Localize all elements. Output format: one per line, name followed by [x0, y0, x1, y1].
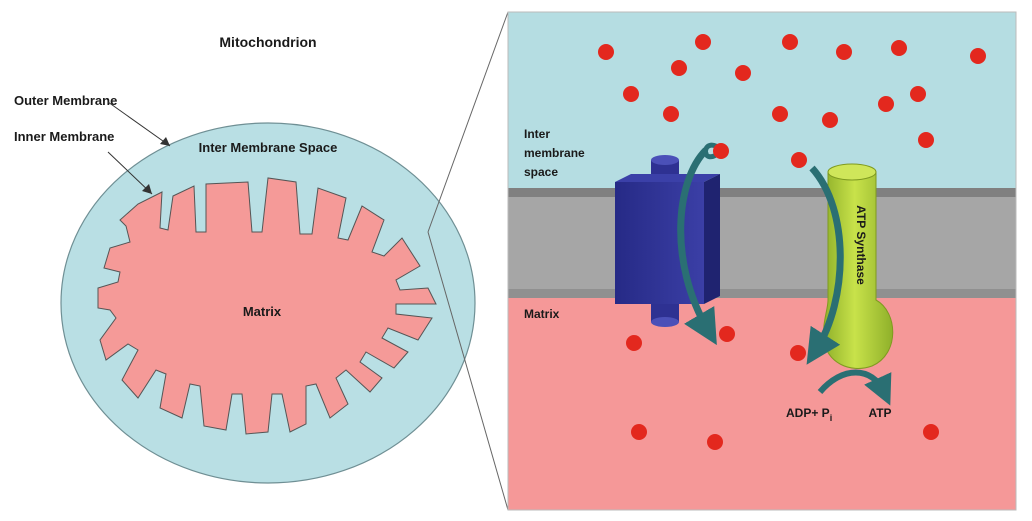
membrane-closeup: Inter membrane space Matrix ATP Synthase…: [507, 11, 1017, 511]
adp-to-atp-arrow: [817, 369, 892, 406]
adp-label-subscript: i: [830, 413, 833, 423]
membrane-bottom-edge: [508, 289, 1016, 298]
adp-label-main: ADP+ P: [786, 406, 830, 420]
atp-synthase-top: [827, 163, 877, 181]
proton: [598, 44, 614, 60]
proton: [970, 48, 986, 64]
proton: [782, 34, 798, 50]
proton: [707, 434, 723, 450]
outer-membrane-pointer-head: [160, 137, 170, 146]
transporter-box-side: [704, 174, 720, 304]
inter-label-line1: Inter: [524, 127, 550, 141]
protons-matrix: [626, 326, 939, 450]
inter-membrane-space-label: Inter Membrane Space: [199, 140, 338, 155]
membrane-top-edge: [508, 188, 1016, 197]
transporter-tube-bottom: [651, 304, 679, 322]
proton: [910, 86, 926, 102]
proton: [663, 106, 679, 122]
atp-label: ATP: [868, 406, 891, 420]
matrix-region: [508, 298, 1016, 510]
atp-synthase-stalk: [823, 171, 894, 369]
outer-membrane-label: Outer Membrane: [14, 93, 117, 108]
transporter-tube-bottom-cap: [651, 317, 679, 327]
proton: [822, 112, 838, 128]
matrix-label-right: Matrix: [524, 307, 560, 321]
inter-membrane-space-region: [508, 12, 1016, 190]
atp-synthase-label: ATP Synthase: [854, 205, 868, 285]
zoom-line-top: [427, 11, 509, 233]
proton: [878, 96, 894, 112]
proton: [735, 65, 751, 81]
closeup-frame: [507, 11, 1017, 511]
mitochondrion-title: Mitochondrion: [219, 34, 316, 50]
proton: [923, 424, 939, 440]
inner-membrane-matrix-shape: [97, 177, 437, 435]
zoom-line-bottom: [427, 231, 509, 511]
inner-membrane-pointer-head: [142, 184, 152, 194]
protons-intermembrane: [598, 34, 986, 168]
transporter-arrow-down: [677, 147, 717, 346]
transporter-protein: [615, 155, 720, 327]
proton: [790, 345, 806, 361]
proton: [631, 424, 647, 440]
matrix-label-left: Matrix: [243, 304, 282, 319]
proton: [713, 143, 729, 159]
inner-membrane-region: [508, 188, 1016, 298]
proton: [772, 106, 788, 122]
inner-membrane-label: Inner Membrane: [14, 129, 114, 144]
proton: [671, 60, 687, 76]
proton: [623, 86, 639, 102]
inter-label-line2: membrane: [524, 146, 585, 160]
proton: [836, 44, 852, 60]
proton: [695, 34, 711, 50]
proton: [719, 326, 735, 342]
mitochondrion-overview: Mitochondrion Outer Membrane Inner Membr…: [14, 34, 476, 484]
adp-label: ADP+ Pi: [786, 406, 832, 423]
inner-membrane-pointer: [107, 151, 153, 195]
atp-synthase: ATP Synthase: [823, 163, 894, 369]
proton: [891, 40, 907, 56]
inter-label-line3: space: [524, 165, 558, 179]
transporter-box-top: [615, 174, 720, 182]
proton: [791, 152, 807, 168]
outer-membrane-pointer: [107, 101, 171, 147]
synthase-arrow-down: [806, 165, 844, 365]
proton: [626, 335, 642, 351]
proton: [918, 132, 934, 148]
transporter-tube-top: [651, 155, 679, 165]
